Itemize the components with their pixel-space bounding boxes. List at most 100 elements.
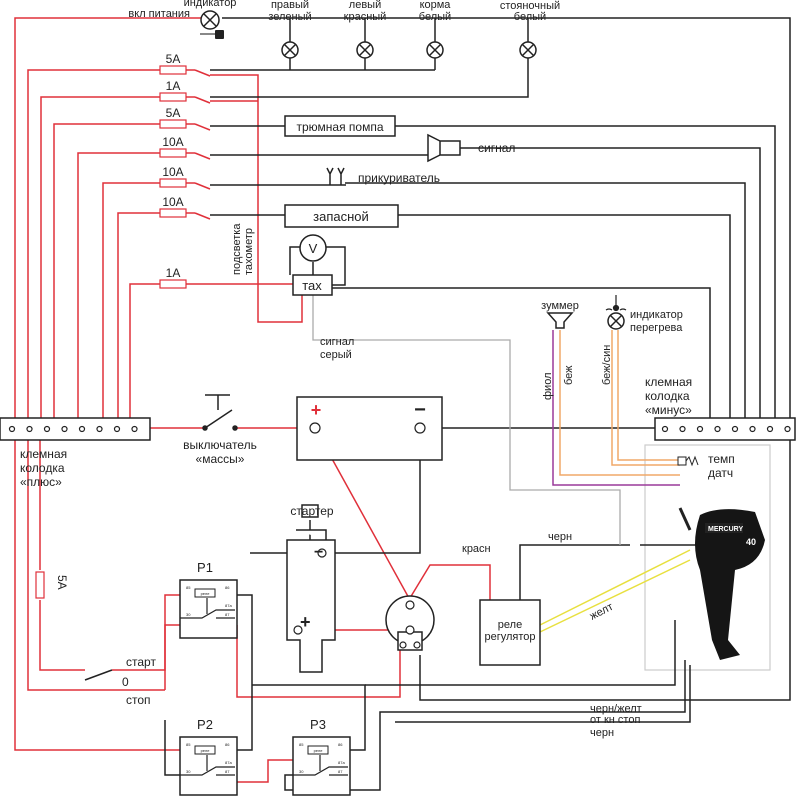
spare-label: запасной <box>313 209 369 224</box>
voltmeter-icon <box>299 234 327 262</box>
mass-switch-icon[interactable] <box>202 394 238 431</box>
outboard-motor-image: MERCURY 40 <box>678 507 765 660</box>
key-stop-label: стоп <box>126 693 151 707</box>
fuse-5a-vertical: 5A <box>35 571 69 599</box>
label: левый <box>349 0 381 11</box>
red-wire-label: красн <box>462 543 491 555</box>
stop-button-label: черн/желт <box>590 703 642 715</box>
key-switch[interactable] <box>84 669 165 691</box>
lamp-right-green <box>281 41 299 59</box>
regulator-label: реле <box>498 619 522 631</box>
terminal-hole <box>131 425 138 433</box>
relay-pin-label: 87 <box>338 769 343 774</box>
temp-sensor-label: датч <box>708 466 733 480</box>
relay-pin-label: 86 <box>225 585 230 590</box>
battery-minus-sign: − <box>414 399 426 421</box>
spare-box <box>284 204 399 228</box>
voltmeter-label: V <box>309 241 318 256</box>
buzzer-label: зуммер <box>541 300 579 312</box>
power-indicator-lamp <box>200 10 220 30</box>
fuse <box>159 178 187 188</box>
motor-brand: MERCURY <box>708 526 743 533</box>
overheat-label: индикатор <box>630 309 683 321</box>
fuse-label: 1A <box>166 266 181 280</box>
ground-wires <box>164 17 791 791</box>
fuse-label: 1A <box>166 79 181 93</box>
plus-block-label: «плюс» <box>20 475 62 489</box>
terminal-hole <box>8 425 16 433</box>
label: индикатор <box>184 0 237 9</box>
fuse <box>159 119 187 129</box>
motor-frame <box>644 444 771 671</box>
relay-pin-label: 86 <box>225 742 230 747</box>
horn-label: сигнал <box>478 141 515 155</box>
stop-button-label: черн <box>590 727 614 739</box>
minus-terminal-block <box>654 417 796 441</box>
tach-backlight-label: подсветка <box>231 223 243 275</box>
ignition-unit <box>385 595 435 651</box>
temp-sensor-coil <box>685 455 699 467</box>
fuse <box>159 208 187 218</box>
relay-pin-label: 87 <box>225 769 230 774</box>
minus-block-label: колодка <box>645 389 690 403</box>
stop-button-label: от кн стоп <box>590 714 640 726</box>
wire-label: беж/син <box>601 345 613 385</box>
black-wire-label: черн <box>548 531 572 543</box>
key-zero-label: 0 <box>122 675 129 689</box>
tach-box <box>292 274 333 296</box>
mass-switch-label: выключатель <box>183 438 257 452</box>
breaker-switches <box>194 69 211 220</box>
starter-plus: + <box>300 612 311 632</box>
minus-block-label: клемная <box>645 375 692 389</box>
label: корма <box>420 0 452 11</box>
power-wires <box>14 17 491 783</box>
minus-block-label: «минус» <box>645 403 692 417</box>
relay-pin-label: 30 <box>186 769 191 774</box>
terminal-hole <box>43 425 51 433</box>
label: белый <box>419 11 451 23</box>
lamp-stern-white <box>426 41 444 59</box>
label: зеленый <box>268 11 311 23</box>
fuse <box>159 92 187 102</box>
signal-label: сигнал <box>320 336 354 348</box>
terminal-hole <box>696 425 704 433</box>
terminal-hole <box>26 425 33 433</box>
relay-label: P1 <box>197 560 213 575</box>
temp-sensor-label: темп <box>708 452 735 466</box>
signal-label: серый <box>320 349 352 361</box>
fuse-label: 10A <box>162 135 183 149</box>
motor-hp: 40 <box>746 537 756 547</box>
terminal-hole <box>61 425 68 433</box>
relay-pin-label: 85 <box>299 742 304 747</box>
relay-label: P2 <box>197 717 213 732</box>
relay-coil-label: реле <box>201 591 211 596</box>
label: правый <box>271 0 309 11</box>
label: красный <box>344 11 387 23</box>
key-start-label: старт <box>126 655 156 669</box>
relay-pin-label: 85 <box>186 585 191 590</box>
terminal-hole <box>661 425 669 433</box>
relay-pin-label: 87 <box>225 612 230 617</box>
relay-label: P3 <box>310 717 326 732</box>
fuse <box>159 279 187 289</box>
battery-minus-terminal <box>414 422 426 434</box>
yellow-wire-label: желт <box>588 601 615 623</box>
mass-switch-label: «массы» <box>196 452 245 466</box>
tach-signal-wire <box>312 295 621 545</box>
bilge-pump-label: трюмная помпа <box>296 120 383 134</box>
terminal-hole <box>78 425 86 433</box>
label: вкл питания <box>128 8 190 20</box>
lamp-anchor-white <box>519 41 537 59</box>
terminal-hole <box>731 425 739 433</box>
starter-minus: − <box>314 544 323 561</box>
horn-icon <box>427 133 461 163</box>
fuse-label: 5A <box>166 106 181 120</box>
terminal-hole <box>766 425 774 433</box>
buzzer-icon <box>546 312 574 329</box>
relay-coil-label: реле <box>201 748 211 753</box>
battery-plus-terminal <box>309 422 321 434</box>
plus-block-label: колодка <box>20 461 65 475</box>
